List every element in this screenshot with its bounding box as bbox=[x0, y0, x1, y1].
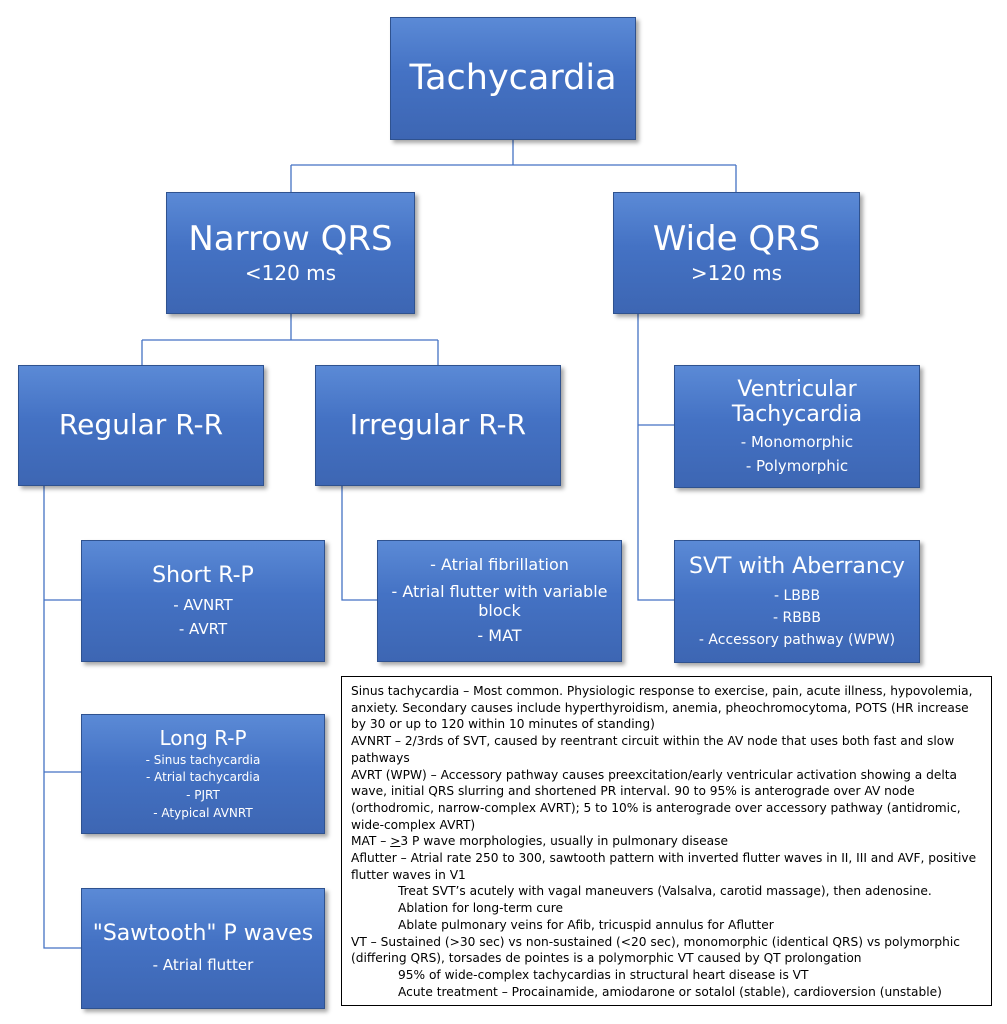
node-subtitle: >120 ms bbox=[690, 260, 783, 285]
list-item: - Atrial flutter with variable block bbox=[391, 581, 608, 620]
list-item: - Atrial fibrillation bbox=[430, 555, 569, 575]
connector-wide bbox=[637, 314, 674, 601]
note-avnrt: AVNRT – 2/3rds of SVT, caused by reentra… bbox=[351, 734, 955, 765]
node-title: Regular R-R bbox=[58, 408, 224, 442]
svt-aberrancy-node: SVT with Aberrancy - LBBB - RBBB - Acces… bbox=[674, 540, 920, 663]
long-rp-node: Long R-P - Sinus tachycardia - Atrial ta… bbox=[81, 714, 325, 834]
note-vt-percent: 95% of wide-complex tachycardias in stru… bbox=[398, 967, 809, 982]
node-title: "Sawtooth" P waves bbox=[92, 921, 314, 947]
note-acute-treatment: Acute treatment – Procainamide, amiodaro… bbox=[398, 984, 942, 999]
note-mat: MAT – >3 P wave morphologies, usually in… bbox=[351, 833, 983, 850]
list-item: - Monomorphic bbox=[740, 433, 854, 452]
wide-qrs-node: Wide QRS >120 ms bbox=[613, 192, 860, 314]
list-item: - Atypical AVNRT bbox=[153, 805, 253, 820]
node-title: Narrow QRS bbox=[188, 219, 393, 260]
note-aflutter: Aflutter – Atrial rate 250 to 300, sawto… bbox=[351, 851, 977, 882]
list-item: - AVNRT bbox=[173, 596, 233, 615]
note-mat-prefix: MAT – bbox=[351, 834, 391, 849]
list-item: - Atrial tachycardia bbox=[146, 770, 260, 785]
list-item: - AVRT bbox=[178, 619, 228, 638]
node-title: Irregular R-R bbox=[349, 408, 527, 442]
list-item: - Polymorphic bbox=[745, 456, 849, 475]
node-title: SVT with Aberrancy bbox=[689, 553, 905, 579]
list-item: - Sinus tachycardia bbox=[145, 752, 261, 767]
connector-regular bbox=[43, 486, 81, 949]
tachycardia-node: Tachycardia bbox=[390, 17, 636, 140]
greater-equal-symbol: > bbox=[390, 834, 401, 849]
node-title: Wide QRS bbox=[652, 219, 821, 260]
note-vt: VT – Sustained (>30 sec) vs non-sustaine… bbox=[351, 934, 960, 966]
connector-root bbox=[290, 140, 737, 192]
connector-narrow bbox=[141, 314, 439, 365]
list-item: - RBBB bbox=[772, 610, 822, 627]
node-title: Ventricular Tachycardia bbox=[731, 376, 863, 427]
list-item: - PJRT bbox=[186, 788, 220, 802]
list-item: - Atrial flutter bbox=[152, 956, 254, 975]
regular-rr-node: Regular R-R bbox=[18, 365, 264, 486]
ventricular-tachycardia-node: Ventricular Tachycardia - Monomorphic - … bbox=[674, 365, 920, 488]
note-sinus-tachycardia: Sinus tachycardia – Most common. Physiol… bbox=[351, 684, 973, 732]
note-ablate: Ablate pulmonary veins for Afib, tricusp… bbox=[398, 917, 774, 932]
note-mat-text: 3 P wave morphologies, usually in pulmon… bbox=[400, 834, 728, 849]
node-title: Short R-P bbox=[152, 562, 254, 588]
list-item: - LBBB bbox=[773, 587, 821, 604]
list-item: - Accessory pathway (WPW) bbox=[698, 632, 896, 649]
notes-box: Sinus tachycardia – Most common. Physiol… bbox=[341, 676, 992, 1006]
irregular-rr-node: Irregular R-R bbox=[315, 365, 561, 486]
list-item: - MAT bbox=[477, 626, 522, 646]
short-rp-node: Short R-P - AVNRT - AVRT bbox=[81, 540, 325, 662]
sawtooth-p-waves-node: "Sawtooth" P waves - Atrial flutter bbox=[81, 888, 325, 1009]
node-subtitle: <120 ms bbox=[244, 260, 337, 285]
node-title: Tachycardia bbox=[409, 58, 617, 99]
note-treat-svt: Treat SVT’s acutely with vagal maneuvers… bbox=[398, 884, 932, 916]
connector-irregular bbox=[341, 486, 377, 601]
narrow-qrs-node: Narrow QRS <120 ms bbox=[166, 192, 415, 314]
node-title: Long R-P bbox=[159, 725, 247, 750]
note-avrt: AVRT (WPW) – Accessory pathway causes pr… bbox=[351, 767, 961, 832]
irregular-causes-node: - Atrial fibrillation - Atrial flutter w… bbox=[377, 540, 622, 662]
